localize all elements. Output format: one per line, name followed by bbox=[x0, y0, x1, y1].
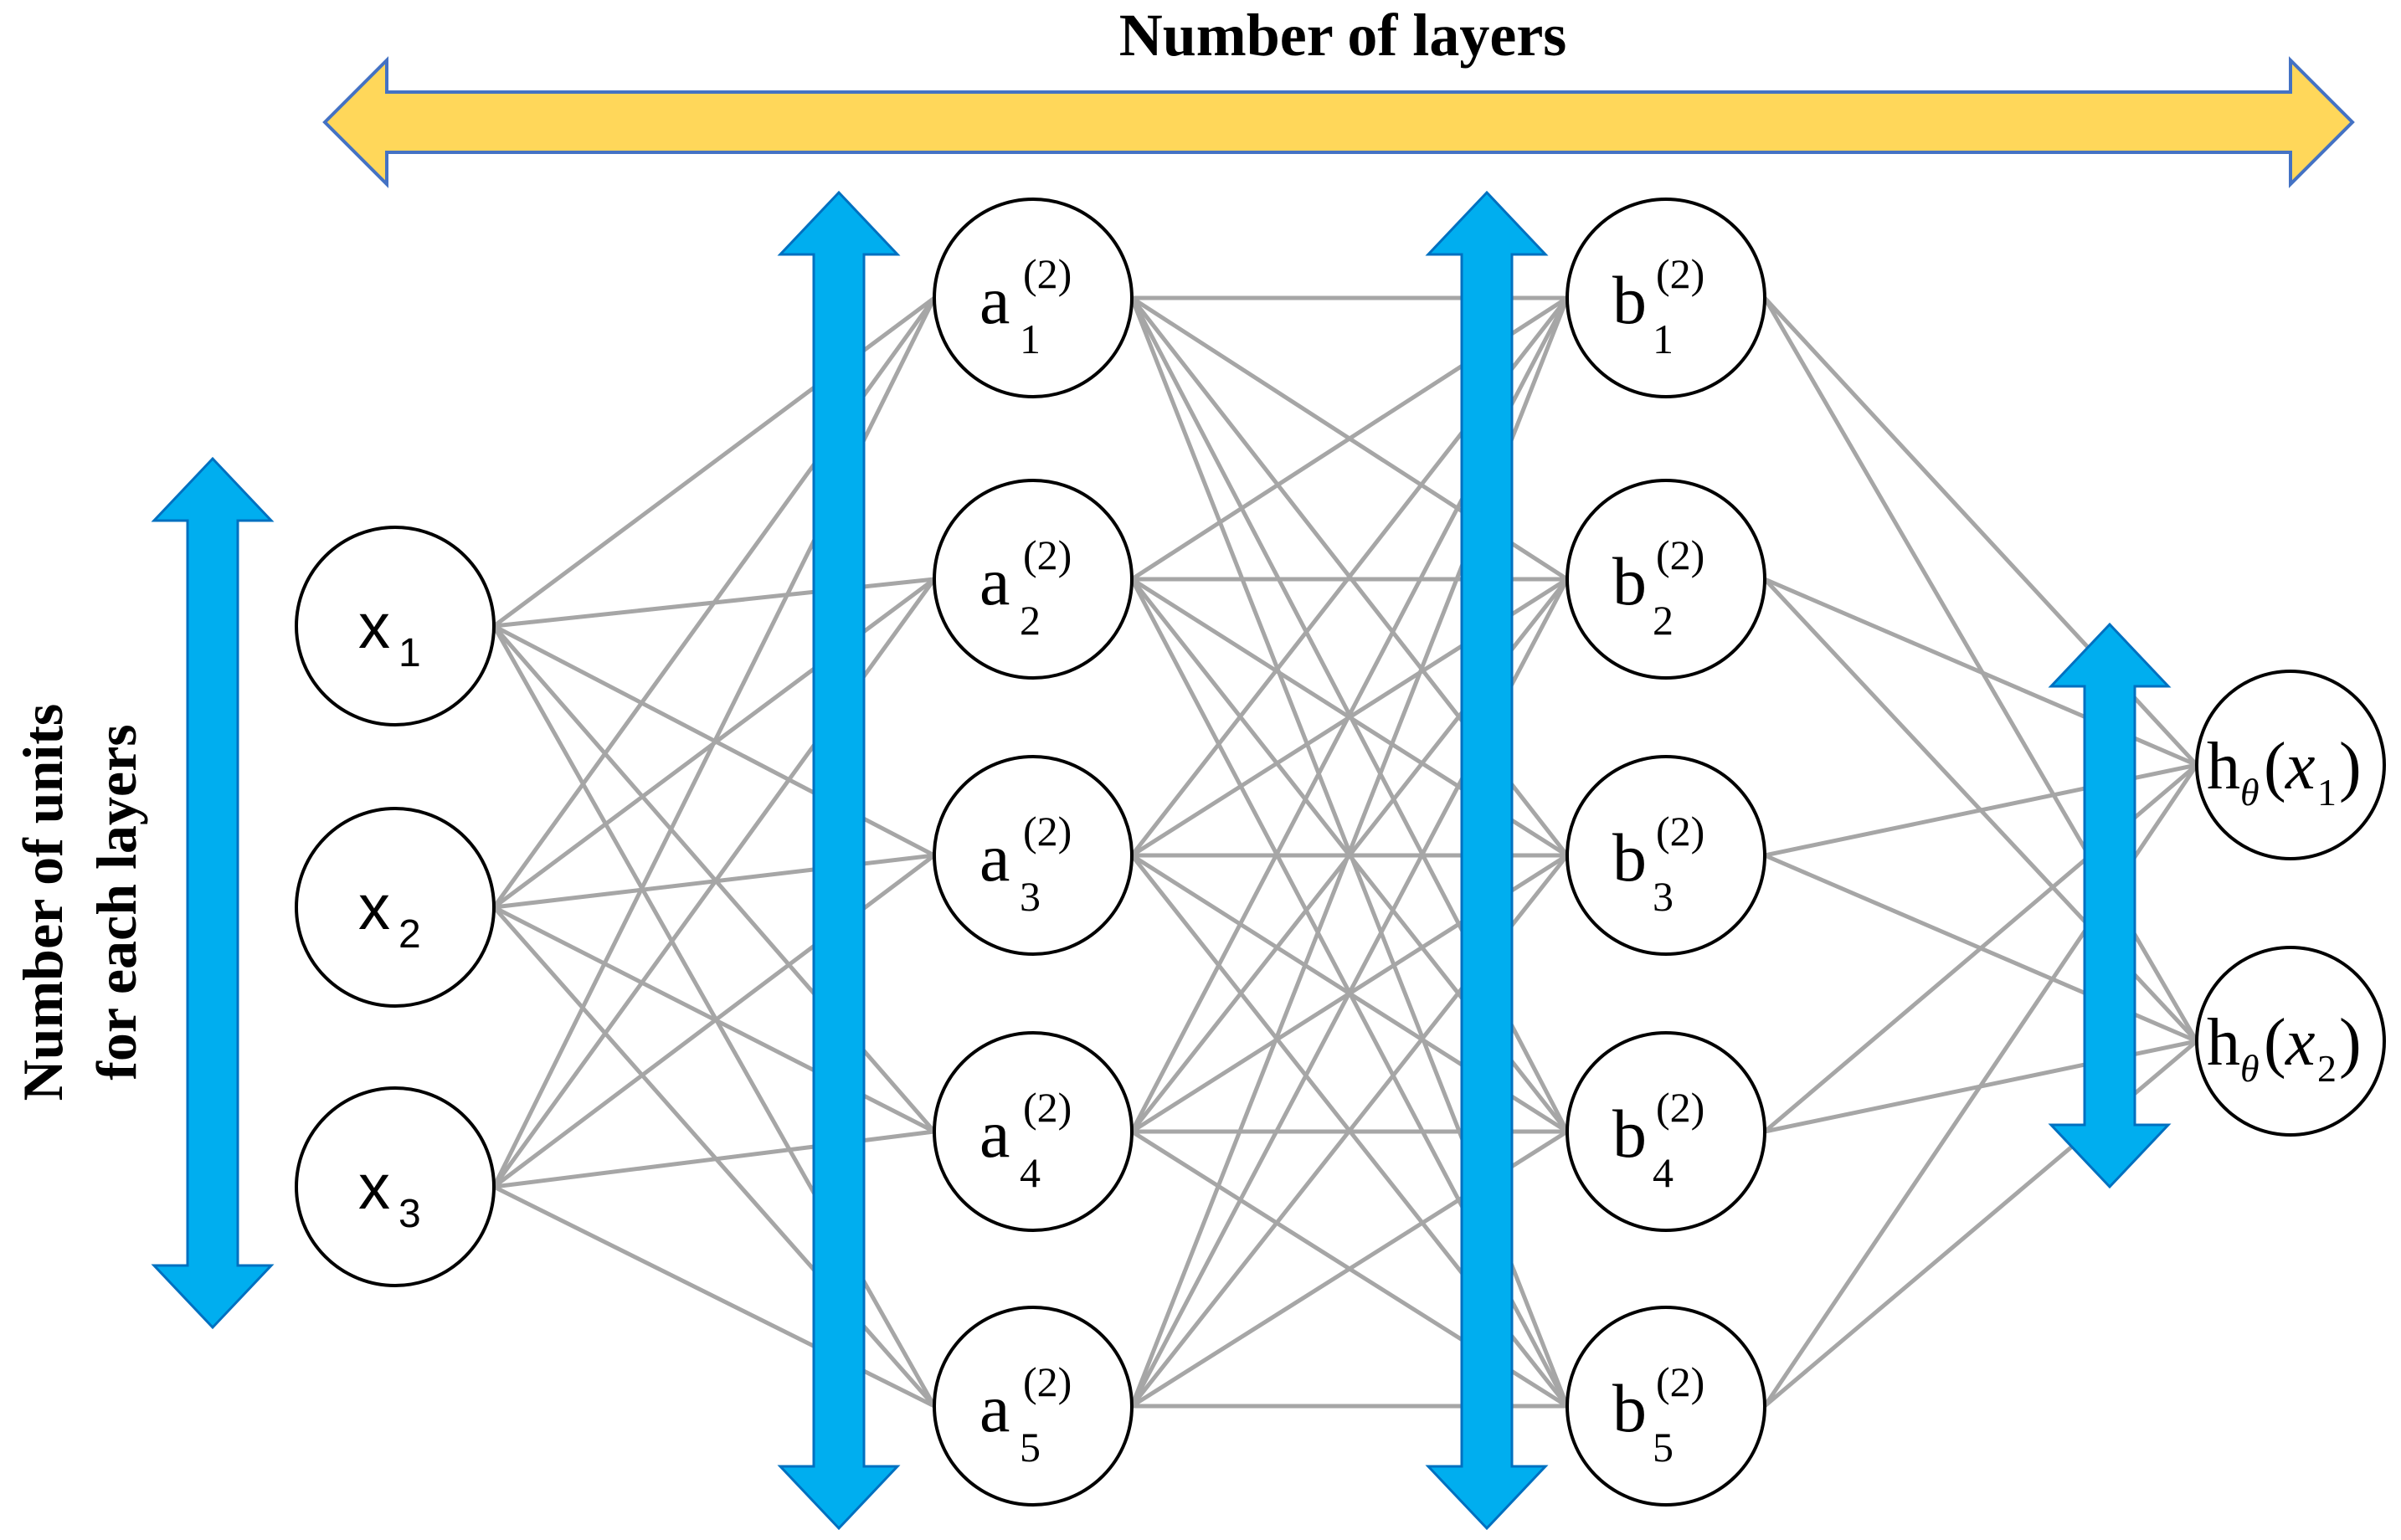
node-subscript: 4 bbox=[1020, 1149, 1041, 1196]
node-superscript: (2) bbox=[1023, 1084, 1072, 1131]
connections bbox=[491, 295, 2199, 1409]
node-subscript: 1 bbox=[1653, 316, 1674, 362]
node-symbol: x bbox=[358, 591, 390, 662]
node-circle bbox=[1566, 1031, 1766, 1232]
node-subscript: 5 bbox=[1653, 1424, 1674, 1471]
node-subscript: 2 bbox=[1020, 597, 1041, 644]
node-hidden-a-4: a (2) 4 bbox=[933, 1031, 1134, 1232]
node-hidden-b-2: b(2) 2 bbox=[1566, 479, 1766, 680]
node-hidden-a-5: a (2) 5 bbox=[933, 1306, 1134, 1507]
units-title: Number of units for each layers bbox=[11, 704, 148, 1101]
node-subscript: 2 bbox=[398, 912, 421, 957]
node-symbol: b bbox=[1612, 1370, 1647, 1446]
node-symbol: h bbox=[2207, 1006, 2240, 1080]
node-symbol: x bbox=[358, 1152, 390, 1223]
node-paren-open: ( bbox=[2264, 730, 2286, 803]
edge-l1-3-5 bbox=[492, 1184, 936, 1409]
units-title-line-2: for each layers bbox=[85, 724, 148, 1081]
node-hidden-a-3: a (2) 3 bbox=[933, 755, 1134, 956]
node-superscript: (2) bbox=[1023, 808, 1072, 855]
node-circle bbox=[295, 1086, 496, 1287]
node-hidden-b-1: b(2) 1 bbox=[1566, 198, 1766, 398]
node-circle bbox=[933, 479, 1134, 680]
layers-arrow bbox=[322, 56, 2355, 188]
node-symbol: a bbox=[979, 543, 1010, 619]
node-symbol: b bbox=[1612, 262, 1647, 338]
edge-l1-1-1 bbox=[492, 295, 936, 629]
node-circle bbox=[1566, 198, 1766, 398]
node-paren-close: ) bbox=[2339, 1006, 2362, 1080]
node-superscript: (2) bbox=[1656, 1084, 1704, 1131]
node-superscript: (2) bbox=[1656, 531, 1704, 578]
node-circle bbox=[1566, 755, 1766, 956]
layers-double-arrow bbox=[322, 56, 2355, 188]
unit-count-arrows bbox=[151, 190, 2172, 1531]
node-circle bbox=[933, 1031, 1134, 1232]
node-circle bbox=[933, 1306, 1134, 1507]
node-circle bbox=[295, 807, 496, 1008]
node-hidden-a-2: a (2) 2 bbox=[933, 479, 1134, 680]
node-paren-open: ( bbox=[2264, 1006, 2286, 1080]
node-superscript: (2) bbox=[1656, 1358, 1704, 1405]
node-subscript: 5 bbox=[1020, 1424, 1041, 1471]
node-symbol: b bbox=[1612, 819, 1647, 896]
node-symbol: a bbox=[979, 1096, 1010, 1172]
node-superscript: (2) bbox=[1656, 250, 1704, 297]
units-arrow-hidden-b bbox=[1425, 190, 1549, 1531]
node-argument: x bbox=[2285, 730, 2316, 803]
node-superscript: (2) bbox=[1023, 250, 1072, 297]
node-symbol: x bbox=[358, 872, 390, 943]
node-theta-subscript: θ bbox=[2240, 1047, 2260, 1090]
node-paren-close: ) bbox=[2339, 730, 2362, 803]
node-symbol: a bbox=[979, 1370, 1010, 1446]
node-hidden-a-1: a (2) 1 bbox=[933, 198, 1134, 398]
node-superscript: (2) bbox=[1023, 531, 1072, 578]
edge-l1-2-5 bbox=[492, 906, 936, 1408]
node-circle bbox=[2195, 670, 2386, 860]
node-subscript: 3 bbox=[398, 1192, 421, 1236]
layers-title: Number of layers bbox=[1119, 2, 1567, 69]
node-circle bbox=[933, 755, 1134, 956]
node-superscript: (2) bbox=[1023, 1358, 1072, 1405]
node-symbol: h bbox=[2207, 730, 2240, 803]
node-subscript: 3 bbox=[1020, 873, 1041, 920]
node-argument-subscript: 1 bbox=[2317, 771, 2337, 814]
node-hidden-b-3: b(2) 3 bbox=[1566, 755, 1766, 956]
node-hidden-b-5: b(2) 5 bbox=[1566, 1306, 1766, 1507]
units-arrow-hidden-a bbox=[777, 190, 901, 1531]
node-subscript: 4 bbox=[1653, 1149, 1674, 1196]
node-superscript: (2) bbox=[1656, 808, 1704, 855]
edge-l1-2-1 bbox=[491, 296, 937, 909]
node-circle bbox=[1566, 479, 1766, 680]
node-hidden-b-4: b(2) 4 bbox=[1566, 1031, 1766, 1232]
node-subscript: 1 bbox=[1020, 316, 1041, 362]
node-symbol: a bbox=[979, 262, 1010, 338]
node-theta-subscript: θ bbox=[2240, 771, 2260, 814]
node-subscript: 1 bbox=[398, 631, 421, 675]
units-title-line-1: Number of units bbox=[11, 704, 75, 1101]
node-symbol: a bbox=[979, 819, 1010, 896]
node-argument: x bbox=[2285, 1006, 2316, 1080]
node-symbol: b bbox=[1612, 543, 1647, 619]
node-circle bbox=[1566, 1306, 1766, 1507]
node-symbol: b bbox=[1612, 1096, 1647, 1172]
node-argument-subscript: 2 bbox=[2317, 1047, 2337, 1090]
units-arrow-input bbox=[151, 456, 275, 1330]
node-circle bbox=[2195, 946, 2386, 1137]
edge-l1-3-3 bbox=[492, 854, 936, 1188]
node-subscript: 3 bbox=[1653, 873, 1674, 920]
node-circle bbox=[295, 526, 496, 726]
units-arrow-output bbox=[2048, 622, 2172, 1189]
node-subscript: 2 bbox=[1653, 597, 1674, 644]
node-circle bbox=[933, 198, 1134, 398]
edge-l1-3-4 bbox=[493, 1129, 935, 1189]
